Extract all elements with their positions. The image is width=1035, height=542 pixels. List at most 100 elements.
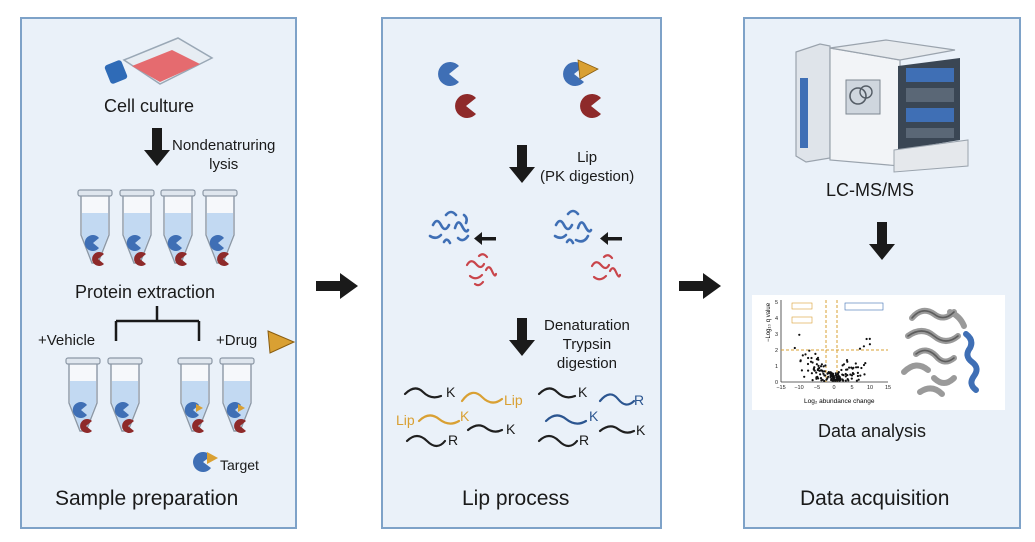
drug-triangle-icon — [267, 330, 296, 354]
volcano-xtick: 0 — [832, 385, 835, 391]
peptide-label-lip: Lip — [396, 412, 415, 428]
peptide-label-r: R — [579, 432, 590, 448]
volcano-point — [807, 369, 810, 372]
volcano-point — [815, 363, 819, 366]
volcano-point — [799, 360, 802, 363]
peptide-label-r: R — [448, 432, 459, 448]
results-image-frame — [752, 295, 1005, 410]
trypsin-label-line2: Trypsin — [562, 336, 612, 353]
volcano-point — [807, 356, 810, 360]
tube-icon — [77, 189, 113, 264]
volcano-point — [838, 379, 841, 382]
protein-extraction-label: Protein extraction — [75, 282, 216, 302]
volcano-point — [837, 375, 840, 378]
volcano-point — [840, 368, 843, 372]
volcano-point — [810, 356, 813, 360]
tube-icon — [119, 189, 155, 264]
volcano-point — [846, 368, 849, 371]
volcano-point — [836, 379, 839, 382]
volcano-point — [813, 366, 816, 369]
volcano-point — [824, 364, 827, 367]
vehicle-label: +Vehicle — [38, 332, 96, 349]
tube-proteins — [84, 235, 229, 266]
volcano-point — [815, 377, 818, 380]
peptides-icon — [403, 387, 636, 448]
volcano-point — [837, 372, 840, 375]
volcano-point — [819, 369, 822, 372]
volcano-point — [860, 366, 863, 370]
sample-preparation-title: Sample preparation — [55, 487, 239, 510]
analysis-arrow-icon — [869, 222, 895, 260]
target-label: Target — [220, 457, 259, 473]
volcano-point — [844, 379, 847, 382]
volcano-point — [856, 371, 860, 374]
volcano-point — [825, 378, 828, 381]
volcano-point — [855, 379, 859, 382]
drug-label: +Drug — [216, 332, 258, 349]
volcano-point — [814, 352, 817, 355]
peptide-label-k: K — [578, 384, 588, 400]
volcano-point — [829, 376, 832, 379]
volcano-ytick: 5 — [775, 300, 778, 306]
protein-tubes-row — [77, 189, 238, 264]
volcano-ytick: 4 — [775, 316, 778, 322]
volcano-point — [811, 379, 814, 382]
lc-ms-label: LC-MS/MS — [826, 180, 915, 200]
volcano-point — [844, 372, 847, 376]
treated-tubes-row — [65, 357, 255, 432]
volcano-ytick: 2 — [775, 348, 778, 354]
volcano-point — [850, 377, 853, 380]
volcano-point — [821, 378, 824, 381]
volcano-point — [842, 363, 846, 366]
volcano-point — [850, 374, 854, 377]
volcano-point — [793, 346, 796, 350]
volcano-xtick: 15 — [885, 385, 891, 391]
volcano-point — [806, 362, 810, 366]
volcano-point — [817, 377, 820, 380]
volcano-point — [862, 345, 866, 348]
volcano-point — [858, 347, 862, 350]
drug-bound-proteins-icon — [563, 59, 601, 119]
tube-icon — [202, 189, 238, 264]
volcano-point — [850, 366, 853, 369]
lysis-arrow-icon — [144, 128, 170, 166]
volcano-point — [842, 379, 845, 382]
peptide-label-k: K — [446, 384, 456, 400]
volcano-point — [846, 378, 849, 381]
sample-preparation-panel — [20, 17, 297, 529]
volcano-ytick: 3 — [775, 332, 778, 338]
volcano-point — [829, 371, 832, 374]
cell-culture-flask-icon — [104, 37, 214, 85]
trypsin-label-line3: digestion — [556, 355, 617, 372]
lip-process-panel — [381, 17, 662, 529]
data-acquisition-title: Data acquisition — [800, 487, 950, 510]
volcano-point — [822, 372, 825, 375]
flow-arrow-icon — [679, 273, 721, 299]
volcano-point — [800, 369, 804, 372]
volcano-point — [863, 373, 866, 376]
cell-culture-label: Cell culture — [104, 96, 195, 116]
volcano-point — [856, 366, 860, 369]
volcano-point — [857, 378, 860, 381]
split-bracket — [114, 306, 201, 341]
volcano-xtick: −10 — [794, 385, 803, 391]
volcano-point — [801, 354, 804, 357]
volcano-point — [854, 362, 857, 365]
trypsin-label-line1: Denaturation — [544, 317, 630, 334]
volcano-point — [816, 356, 820, 359]
volcano-point — [845, 359, 849, 362]
volcano-point — [868, 337, 871, 340]
volcano-point — [823, 374, 827, 377]
volcano-point — [830, 373, 834, 376]
volcano-point — [830, 378, 833, 382]
volcano-xtick: −5 — [814, 385, 820, 391]
volcano-point — [864, 362, 867, 365]
volcano-ytick: 1 — [775, 364, 778, 370]
volcano-point — [803, 375, 806, 378]
volcano-point — [798, 333, 801, 336]
volcano-point — [812, 368, 815, 371]
lysis-label-line2: lysis — [209, 156, 239, 173]
volcano-point — [852, 366, 855, 369]
peptide-label-lip: Lip — [504, 392, 523, 408]
